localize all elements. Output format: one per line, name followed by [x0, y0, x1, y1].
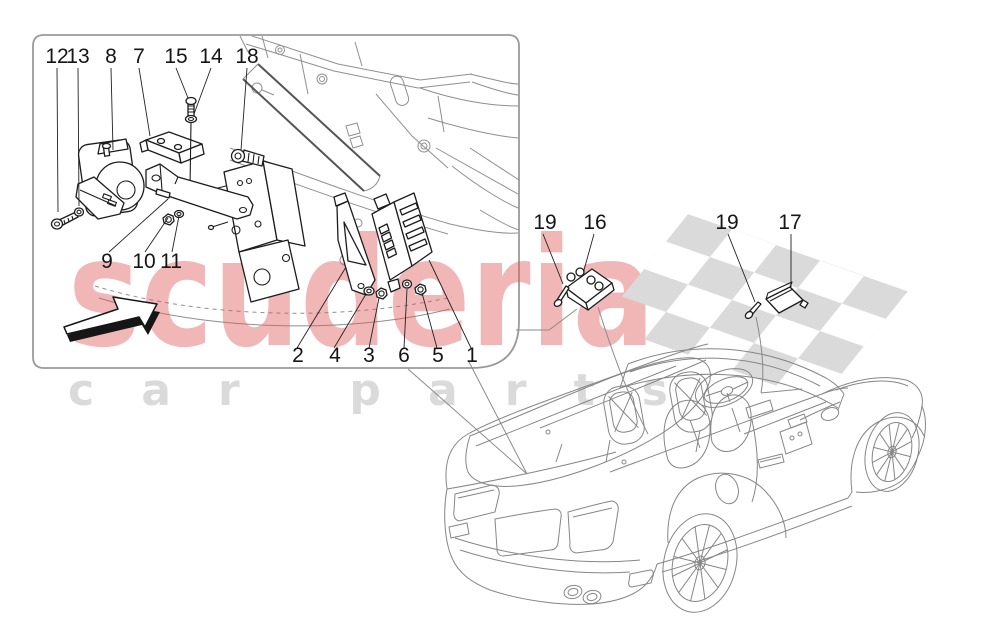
chassis-line-art — [94, 35, 519, 327]
alarm-ecu — [371, 192, 433, 293]
part-number-callout: 11 — [160, 250, 182, 273]
part-number-callout: 18 — [235, 45, 258, 68]
callout-leaders — [56, 67, 792, 349]
part-number-callout: 16 — [583, 211, 606, 234]
part-number-callout: 19 — [715, 211, 738, 234]
direction-arrow-icon — [63, 296, 160, 342]
part-number-callout: 2 — [292, 344, 304, 367]
part-number-callout: 12 — [45, 45, 68, 68]
part-number-callout: 9 — [101, 250, 113, 273]
part-number-callout: 14 — [199, 45, 223, 68]
control-module — [139, 131, 205, 164]
front-wheel — [864, 412, 920, 492]
part-number-callout: 1 — [466, 344, 478, 367]
part-number-callout: 5 — [432, 344, 444, 367]
part-number-callout: 8 — [105, 45, 117, 68]
part-number-callout: 7 — [133, 45, 145, 68]
part-number-callout: 10 — [132, 250, 155, 273]
screw-and-washer — [184, 96, 198, 190]
rear-wheel — [662, 513, 738, 613]
sensor-17-assembly — [744, 281, 809, 394]
car-illustration — [444, 343, 926, 613]
alarm-siren — [75, 138, 145, 220]
roll-hoop-right — [669, 371, 713, 433]
fasteners-bottom — [363, 279, 427, 300]
exploded-components — [50, 96, 433, 342]
watermark: scuderia car parts — [68, 207, 908, 416]
part-number-callout: 13 — [66, 45, 89, 68]
bolt-18 — [230, 148, 265, 167]
roll-hoop-left — [603, 385, 645, 445]
sensor-16-assembly — [516, 267, 649, 435]
part-number-callout: 6 — [398, 344, 410, 367]
part-number-callout: 4 — [329, 344, 341, 367]
detail-pointer — [407, 359, 528, 475]
bolt-12-washer-13 — [50, 207, 85, 230]
part-number-callout: 3 — [363, 344, 375, 367]
part-number-callout: 19 — [533, 211, 556, 234]
ecu-bracket — [333, 192, 376, 296]
nut-10-washer-11 — [162, 209, 185, 226]
part-number-callout: 17 — [778, 211, 801, 234]
mounting-block — [207, 160, 306, 303]
mounting-bracket — [145, 163, 254, 220]
part-number-callout: 15 — [164, 45, 187, 68]
